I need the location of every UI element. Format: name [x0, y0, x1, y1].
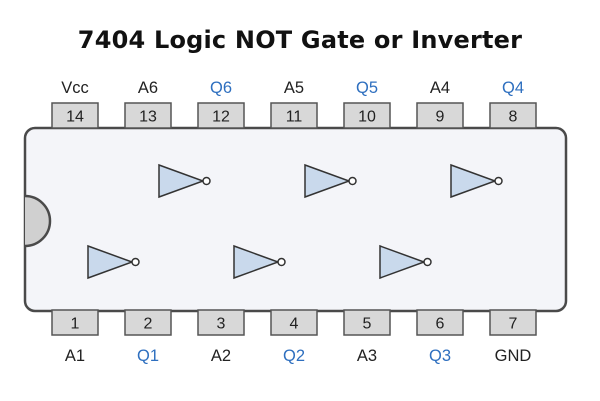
- pin-label: A1: [65, 347, 85, 365]
- ic-body: [23, 126, 568, 313]
- inverter-bubble: [494, 176, 503, 186]
- pin-label: Q5: [356, 79, 378, 97]
- bottom-pin-5: [343, 309, 391, 336]
- inverter-bubble: [348, 176, 357, 186]
- pin-number: 6: [436, 316, 445, 333]
- gate-6: [450, 163, 498, 199]
- pin-number: 9: [436, 109, 445, 126]
- pin-label: A5: [284, 79, 304, 97]
- bottom-pin-2: [124, 309, 172, 336]
- pin-label: Q1: [137, 347, 159, 365]
- pin-number: 12: [212, 109, 230, 126]
- bottom-pin-7: [489, 309, 537, 336]
- pin-number: 7: [509, 316, 518, 333]
- top-pin-14: [51, 102, 99, 129]
- top-pin-12: [197, 102, 245, 129]
- pin-number: 2: [144, 316, 153, 333]
- top-pin-row: 14 Vcc 13 A6 12 Q6 11 A5 10 Q5 9 A4 8 Q4: [51, 79, 537, 129]
- gate-3: [379, 244, 427, 280]
- pin-label: Q3: [429, 347, 451, 365]
- pin-number: 5: [363, 316, 372, 333]
- pin-label: A6: [138, 79, 158, 97]
- gate-5: [304, 163, 352, 199]
- pin-number: 13: [139, 109, 157, 126]
- top-pin-10: [343, 102, 391, 129]
- inverter-bubble: [423, 257, 432, 267]
- ic-notch: [24, 194, 52, 248]
- pin-label: Q6: [210, 79, 232, 97]
- pin-number: 8: [509, 109, 518, 126]
- gate-4: [158, 163, 206, 199]
- top-pin-13: [124, 102, 172, 129]
- gates-layer: [87, 163, 503, 280]
- pin-label: Vcc: [61, 79, 89, 97]
- pin-label: A4: [430, 79, 450, 97]
- gate-2: [233, 244, 281, 280]
- pin-label: GND: [495, 347, 532, 365]
- pin-number: 3: [217, 316, 226, 333]
- bottom-pin-3: [197, 309, 245, 336]
- pin-label: Q4: [502, 79, 524, 97]
- pin-label: Q2: [283, 347, 305, 365]
- bottom-pin-4: [270, 309, 318, 336]
- top-pin-11: [270, 102, 318, 129]
- pin-number: 14: [66, 109, 84, 126]
- bottom-pin-1: [51, 309, 99, 336]
- top-pin-8: [489, 102, 537, 129]
- pin-number: 11: [286, 109, 303, 126]
- top-pin-9: [416, 102, 464, 129]
- pin-number: 1: [71, 316, 80, 333]
- diagram-title: 7404 Logic NOT Gate or Inverter: [77, 26, 523, 54]
- inverter-bubble: [202, 176, 211, 186]
- pin-number: 10: [358, 109, 376, 126]
- pin-label: A3: [357, 347, 377, 365]
- gate-1: [87, 244, 135, 280]
- pin-number: 4: [290, 316, 299, 333]
- bottom-pin-6: [416, 309, 464, 336]
- inverter-bubble: [131, 257, 140, 267]
- pin-label: A2: [211, 347, 231, 365]
- inverter-bubble: [277, 257, 286, 267]
